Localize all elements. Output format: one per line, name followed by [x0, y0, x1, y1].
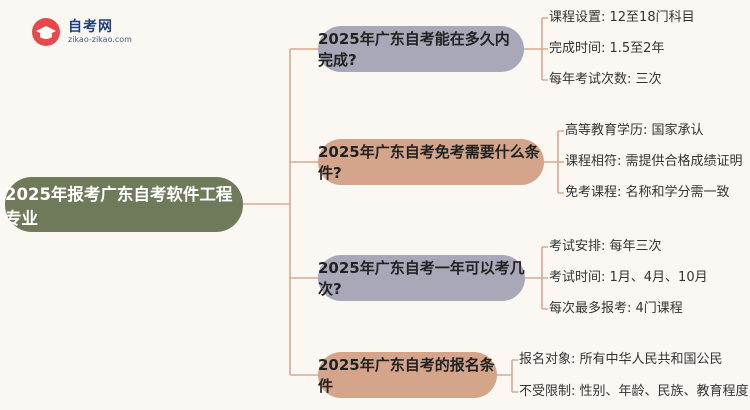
branch-exemption: 2025年广东自考免考需要什么条件?	[318, 139, 544, 185]
leaf-connector	[525, 246, 548, 310]
leaf-item: 每年考试次数: 三次	[549, 72, 662, 87]
leaf-item: 课程设置: 12至18门科目	[549, 10, 695, 25]
site-logo[interactable]: 自考网 zikao-zikao.com	[30, 14, 150, 54]
leaf-item: 完成时间: 1.5至2年	[549, 41, 665, 56]
leaf-item: 课程相符: 需提供合格成绩证明	[565, 154, 743, 169]
branch-duration: 2025年广东自考能在多久内完成?	[318, 26, 524, 72]
branch-exam-frequency: 2025年广东自考一年可以考几次?	[318, 255, 525, 301]
graduation-cap-icon	[32, 18, 60, 46]
leaf-item: 考试时间: 1月、4月、10月	[549, 270, 708, 285]
leaf-connector	[524, 17, 548, 81]
leaf-item: 不受限制: 性别、年龄、民族、教育程度	[519, 384, 749, 399]
leaf-item: 考试安排: 每年三次	[549, 239, 662, 254]
leaf-item: 每次最多报考: 4门课程	[549, 301, 683, 316]
branch-registration: 2025年广东自考的报名条件	[318, 352, 497, 398]
leaf-connector	[497, 359, 518, 393]
leaf-connector	[544, 130, 564, 194]
logo-title: 自考网	[68, 19, 113, 35]
leaf-item: 免考课程: 名称和学分需一致	[565, 185, 730, 200]
root-topic: 2025年报考广东自考软件工程专业	[5, 177, 243, 232]
leaf-item: 报名对象: 所有中华人民共和国公民	[519, 352, 723, 367]
leaf-item: 高等教育学历: 国家承认	[565, 123, 704, 138]
logo-subtitle: zikao-zikao.com	[68, 35, 132, 44]
